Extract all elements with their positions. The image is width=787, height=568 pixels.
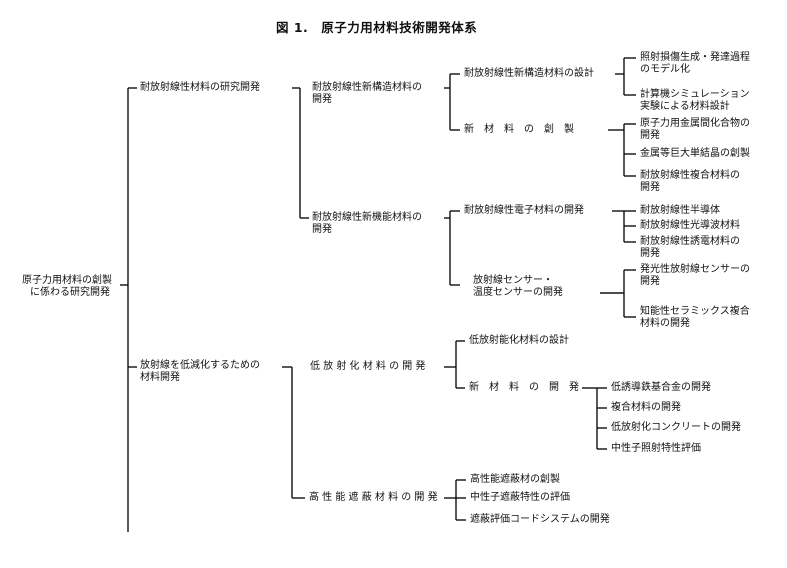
low-activation-node: 低 放 射 化 材 料 の 開 発 [310, 361, 426, 372]
shielding-node: 高 性 能 遮 蔽 材 料 の 開 発 [309, 492, 438, 503]
newmat-item-2: 複合材料の開発 [611, 402, 681, 413]
creation-item-1-line2: 開発 [640, 130, 660, 141]
low-activation-design-node: 低放射能化材料の設計 [469, 335, 569, 346]
branch-b-label-line2: 材料開発 [140, 372, 180, 383]
functional-label-line2: 開発 [312, 224, 332, 235]
sensor-item-1: 発光性放射線センサーの 開発 [640, 264, 750, 288]
electronic-item-3-line1: 耐放射線性誘電材料の [640, 236, 740, 247]
structural-design-node: 耐放射線性新構造材料の設計 [464, 68, 594, 79]
sensor-item-1-line2: 開発 [640, 276, 660, 287]
figure-title: 図 1. 原子力用材料技術開発体系 [276, 20, 478, 35]
shielding-item-3: 遮蔽評価コードシステムの開発 [470, 514, 610, 525]
newmat-item-4: 中性子照射特性評価 [611, 443, 701, 454]
structural-label-line2: 開発 [312, 94, 332, 105]
sensor-node: 放射線センサー・ 温度センサーの開発 [473, 275, 563, 299]
creation-item-3-line1: 耐放射線性複合材料の [640, 170, 740, 181]
structural-creation-node: 新 材 料 の 創 製 [464, 124, 574, 135]
functional-node: 耐放射線性新機能材料の 開発 [312, 212, 422, 236]
design-item-2-line1: 計算機シミュレーション [640, 89, 750, 100]
functional-label-line1: 耐放射線性新機能材料の [312, 212, 422, 223]
design-item-2-line2: 実験による材料設計 [640, 101, 730, 112]
root-node: 原子力用材料の創製 に係わる研究開発 [22, 275, 112, 299]
creation-item-1: 原子力用金属間化合物の 開発 [640, 118, 750, 142]
electronic-node: 耐放射線性電子材料の開発 [464, 205, 584, 216]
branch-b-node: 放射線を低減化するための 材料開発 [140, 360, 260, 384]
electronic-item-3: 耐放射線性誘電材料の 開発 [640, 236, 740, 260]
design-item-1-line2: のモデル化 [640, 64, 690, 75]
root-label-line1: 原子力用材料の創製 [22, 275, 112, 286]
electronic-item-3-line2: 開発 [640, 248, 660, 259]
branch-b-label-line1: 放射線を低減化するための [140, 360, 260, 371]
branch-a-node: 耐放射線性材料の研究開発 [140, 82, 260, 93]
creation-item-2: 金属等巨大単結晶の創製 [640, 148, 750, 159]
sensor-item-2-line1: 知能性セラミックス複合 [640, 306, 750, 317]
creation-item-1-line1: 原子力用金属間化合物の [640, 118, 750, 129]
sensor-label-line2: 温度センサーの開発 [473, 287, 563, 298]
newmat-item-3: 低放射化コンクリートの開発 [611, 422, 741, 433]
root-label-line2: に係わる研究開発 [30, 287, 110, 298]
design-item-1: 照射損傷生成・発達過程 のモデル化 [640, 52, 750, 76]
shielding-item-2: 中性子遮蔽特性の評価 [470, 492, 570, 503]
low-activation-newmat-node: 新 材 料 の 開 発 [469, 382, 579, 393]
structural-node: 耐放射線性新構造材料の 開発 [312, 82, 422, 106]
sensor-item-2-line2: 材料の開発 [640, 318, 690, 329]
shielding-item-1: 高性能遮蔽材の創製 [470, 474, 560, 485]
electronic-item-1: 耐放射線性半導体 [640, 205, 720, 216]
sensor-item-1-line1: 発光性放射線センサーの [640, 264, 750, 275]
design-item-1-line1: 照射損傷生成・発達過程 [640, 52, 750, 63]
electronic-item-2: 耐放射線性光導波材料 [640, 220, 740, 231]
sensor-item-2: 知能性セラミックス複合 材料の開発 [640, 306, 750, 330]
design-item-2: 計算機シミュレーション 実験による材料設計 [640, 89, 750, 113]
creation-item-3-line2: 開発 [640, 182, 660, 193]
structural-label-line1: 耐放射線性新構造材料の [312, 82, 422, 93]
creation-item-3: 耐放射線性複合材料の 開発 [640, 170, 740, 194]
sensor-label-line1: 放射線センサー・ [473, 275, 553, 286]
newmat-item-1: 低誘導鉄基合金の開発 [611, 382, 711, 393]
